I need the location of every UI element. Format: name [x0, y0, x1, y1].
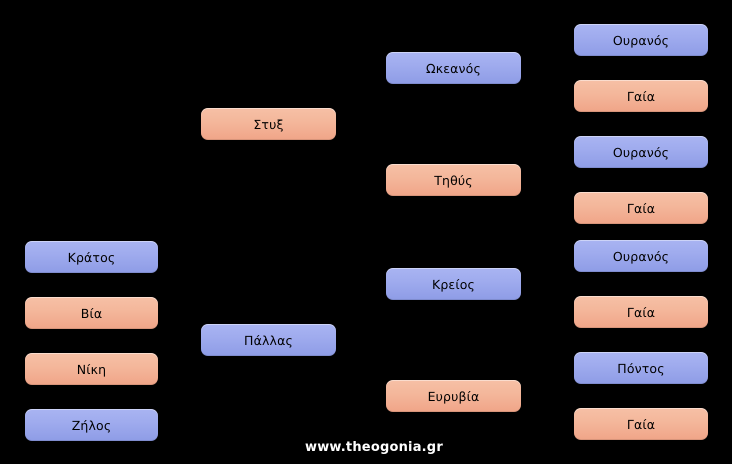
genealogy-node: Γαία: [574, 80, 708, 112]
genealogy-node: Πόντος: [574, 352, 708, 384]
genealogy-node: Ωκεανός: [386, 52, 521, 84]
site-watermark: www.theogonia.gr: [305, 440, 443, 455]
genealogy-node: Γαία: [574, 296, 708, 328]
genealogy-node: Κρείος: [386, 268, 521, 300]
genealogy-node: Πάλλας: [201, 324, 336, 356]
genealogy-node: Γαία: [574, 192, 708, 224]
genealogy-node: Γαία: [574, 408, 708, 440]
genealogy-node: Βία: [25, 297, 158, 329]
genealogy-node: Νίκη: [25, 353, 158, 385]
genealogy-node: Ουρανός: [574, 24, 708, 56]
genealogy-node: Ζήλος: [25, 409, 158, 441]
genealogy-node: Ουρανός: [574, 240, 708, 272]
genealogy-node: Ουρανός: [574, 136, 708, 168]
genealogy-node: Στυξ: [201, 108, 336, 140]
genealogy-node: Ευρυβία: [386, 380, 521, 412]
genealogy-node: Τηθύς: [386, 164, 521, 196]
genealogy-node: Κράτος: [25, 241, 158, 273]
